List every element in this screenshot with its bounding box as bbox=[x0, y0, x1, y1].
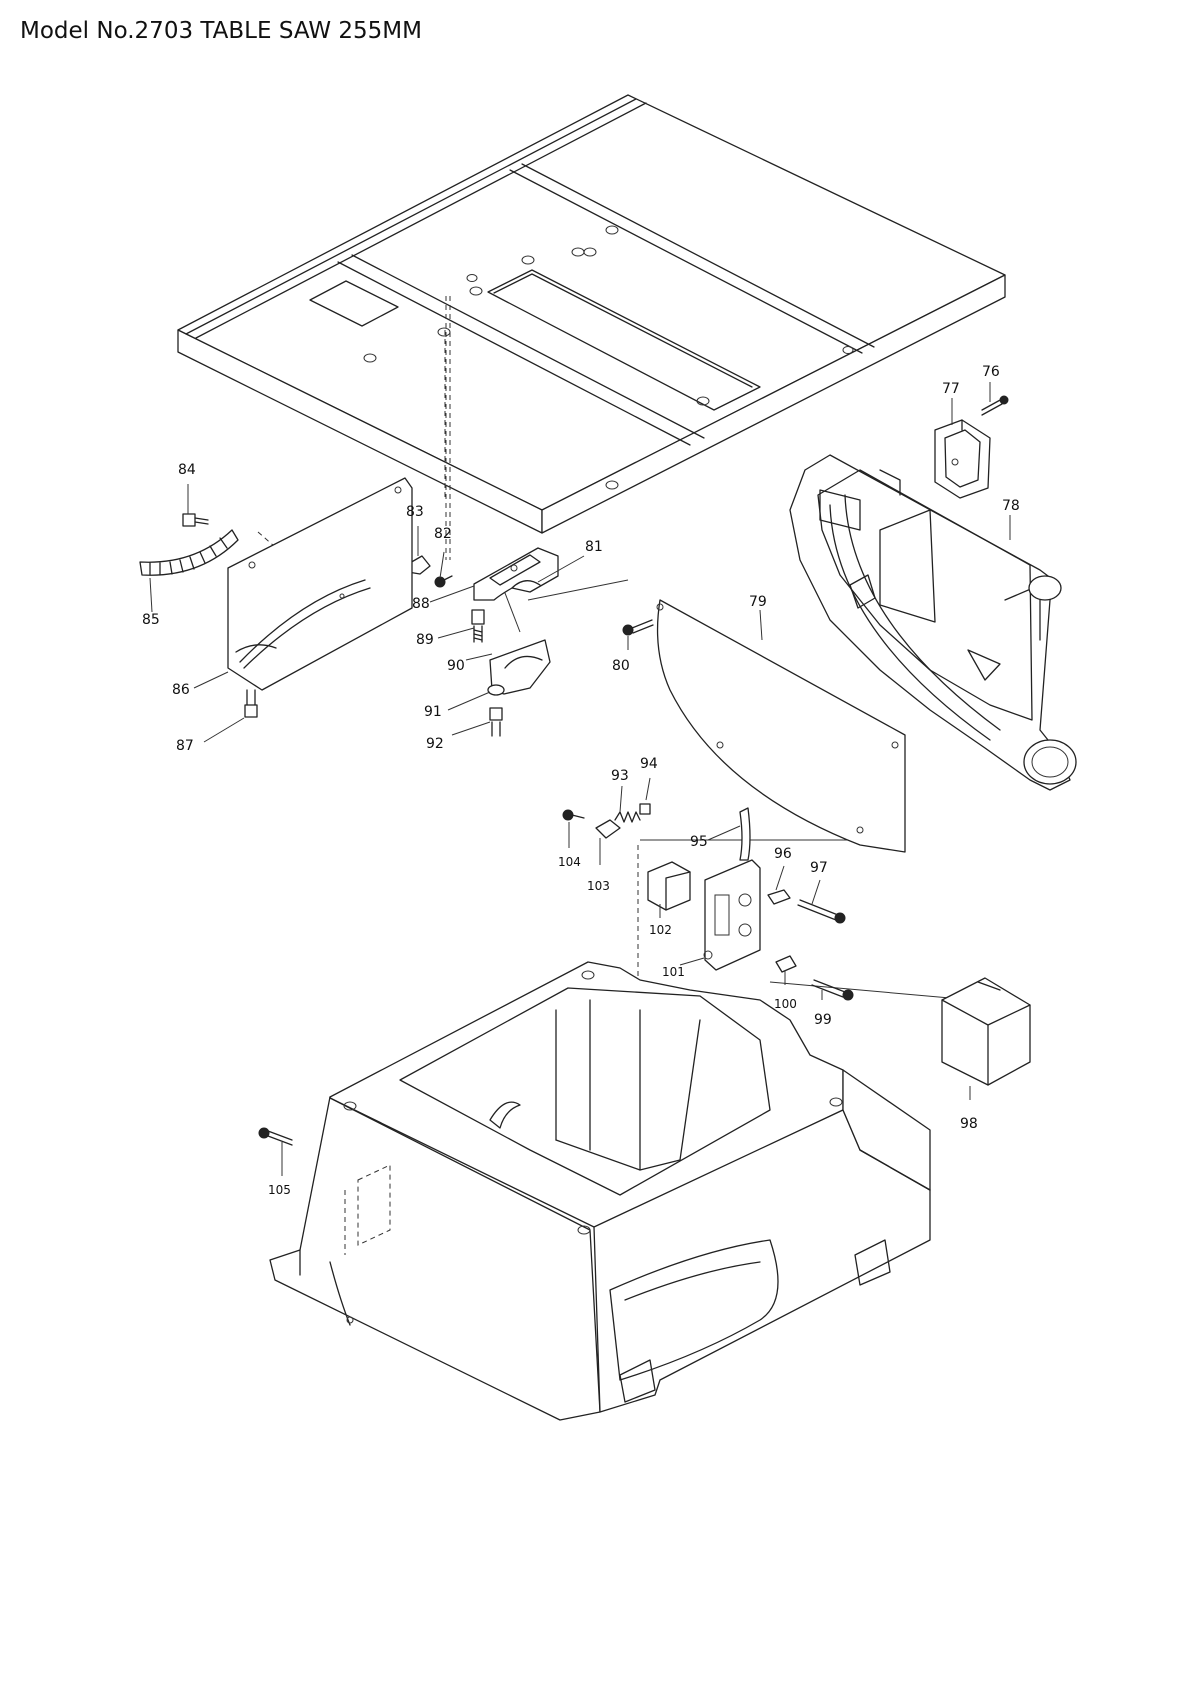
part-82-screw bbox=[434, 575, 453, 588]
part-93-spring bbox=[614, 811, 641, 823]
table-top bbox=[177, 94, 1006, 534]
label-part-80: 80 bbox=[612, 658, 630, 674]
part-85-bevel-scale bbox=[139, 529, 239, 576]
label-part-99: 99 bbox=[814, 1012, 832, 1028]
label-part-91: 91 bbox=[424, 704, 442, 720]
part-94-nut bbox=[639, 803, 651, 815]
label-part-104: 104 bbox=[558, 855, 581, 869]
part-96-clip bbox=[767, 889, 791, 905]
part-86-bevel-plate bbox=[227, 477, 413, 691]
label-part-81: 81 bbox=[585, 539, 603, 555]
part-98-switch-box bbox=[941, 977, 1031, 1086]
label-part-94: 94 bbox=[640, 756, 658, 772]
label-part-96: 96 bbox=[774, 846, 792, 862]
label-part-100: 100 bbox=[774, 997, 797, 1011]
label-part-77: 77 bbox=[942, 381, 960, 397]
label-part-90: 90 bbox=[447, 658, 465, 674]
label-part-105: 105 bbox=[268, 1183, 291, 1197]
part-79-guard-cover bbox=[656, 599, 906, 853]
label-part-79: 79 bbox=[749, 594, 767, 610]
part-102-switch bbox=[647, 861, 691, 911]
label-part-87: 87 bbox=[176, 738, 194, 754]
label-part-85: 85 bbox=[142, 612, 160, 628]
part-89-bolt bbox=[471, 609, 485, 643]
label-part-102: 102 bbox=[649, 923, 672, 937]
label-part-103: 103 bbox=[587, 879, 610, 893]
label-part-101: 101 bbox=[662, 965, 685, 979]
part-labels: 76 77 78 79 80 81 82 83 84 85 86 87 88 8… bbox=[142, 364, 1020, 1197]
label-part-88: 88 bbox=[412, 596, 430, 612]
label-part-93: 93 bbox=[611, 768, 629, 784]
part-95-tube bbox=[739, 807, 751, 861]
page-title: Model No.2703 TABLE SAW 255MM bbox=[20, 18, 422, 44]
label-part-84: 84 bbox=[178, 462, 196, 478]
label-part-95: 95 bbox=[690, 834, 708, 850]
part-99-screw bbox=[811, 979, 854, 1001]
part-104-screw bbox=[562, 809, 585, 821]
part-87-bolt bbox=[244, 689, 258, 718]
part-76-screw bbox=[981, 395, 1009, 416]
part-100-clip bbox=[775, 955, 797, 973]
part-101-switch-plate bbox=[703, 859, 761, 971]
part-92-bolt bbox=[489, 707, 503, 737]
part-77-bracket bbox=[934, 419, 991, 499]
leader-lines bbox=[149, 382, 1011, 1176]
part-78-blade-guard bbox=[789, 454, 1077, 791]
saw-base bbox=[269, 961, 931, 1421]
label-part-82: 82 bbox=[434, 526, 452, 542]
part-81-trunnion-top bbox=[473, 547, 559, 601]
part-84-knob bbox=[182, 513, 209, 527]
label-part-97: 97 bbox=[810, 860, 828, 876]
label-part-76: 76 bbox=[982, 364, 1000, 380]
label-part-98: 98 bbox=[960, 1116, 978, 1132]
label-part-89: 89 bbox=[416, 632, 434, 648]
part-80-screw bbox=[622, 619, 654, 636]
label-part-86: 86 bbox=[172, 682, 190, 698]
part-97-screw bbox=[797, 899, 846, 924]
label-part-83: 83 bbox=[406, 504, 424, 520]
part-90-trunnion-bottom bbox=[487, 639, 551, 696]
label-part-92: 92 bbox=[426, 736, 444, 752]
label-part-78: 78 bbox=[1002, 498, 1020, 514]
part-105-screw bbox=[258, 1127, 293, 1146]
part-103-holder bbox=[595, 819, 621, 839]
